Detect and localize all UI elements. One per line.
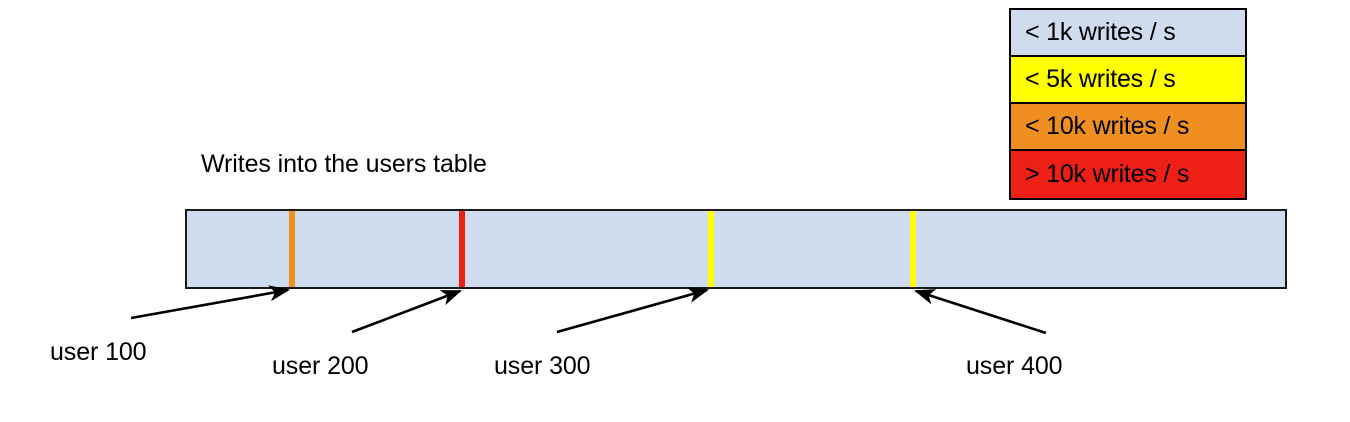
legend: < 1k writes / s < 5k writes / s < 10k wr… [1009, 8, 1247, 200]
legend-row-over-10k: > 10k writes / s [1011, 151, 1245, 198]
callout-label-user-400: user 400 [966, 352, 1063, 380]
marker-stripe-user-200 [459, 211, 465, 287]
arrow-user-100 [130, 285, 291, 320]
callout-label-user-300: user 300 [494, 352, 591, 380]
arrow-user-200 [351, 289, 462, 334]
arrow-user-300 [556, 287, 710, 334]
legend-row-under-5k: < 5k writes / s [1011, 57, 1245, 104]
marker-stripe-user-300 [708, 211, 714, 287]
legend-row-under-1k: < 1k writes / s [1011, 10, 1245, 57]
legend-label-under-10k: < 10k writes / s [1025, 112, 1190, 140]
arrow-user-400 [914, 289, 1047, 335]
legend-label-over-10k: > 10k writes / s [1025, 160, 1190, 188]
legend-row-under-10k: < 10k writes / s [1011, 104, 1245, 151]
marker-stripe-user-400 [910, 211, 916, 287]
chart-title: Writes into the users table [201, 150, 487, 178]
legend-label-under-5k: < 5k writes / s [1025, 65, 1176, 93]
callout-label-user-100: user 100 [50, 338, 147, 366]
legend-label-under-1k: < 1k writes / s [1025, 18, 1176, 46]
callout-label-user-200: user 200 [272, 352, 369, 380]
users-table-bar [185, 209, 1287, 289]
marker-stripe-user-100 [289, 211, 295, 287]
